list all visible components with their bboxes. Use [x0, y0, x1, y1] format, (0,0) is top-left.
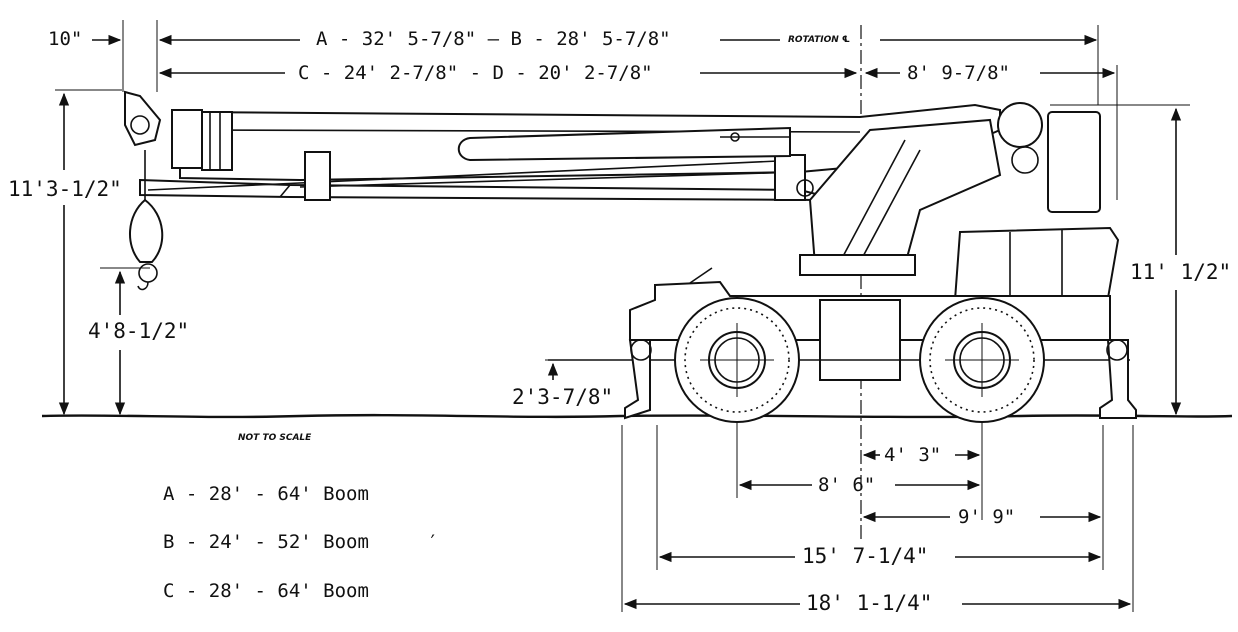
superstructure — [799, 102, 1120, 302]
dim-nine-nine-label: 9' 9" — [958, 506, 1015, 528]
dim-fifteen-label: 15' 7-1/4" — [802, 544, 928, 568]
rotation-label: ROTATION ℄ — [788, 35, 850, 45]
dim-two-three — [545, 359, 640, 380]
legend-item-a: A - 28' - 64' Boom — [163, 483, 369, 505]
crane-illustration — [124, 90, 1137, 423]
not-to-scale-note: NOT TO SCALE — [238, 433, 312, 443]
hook-block — [128, 150, 164, 291]
stray-mark: ′ — [427, 531, 438, 553]
boom-legend: A - 28' - 64' Boom B - 24' - 52' Boom C … — [163, 483, 438, 602]
extension-lines — [122, 20, 1118, 200]
bottom-extension-lines — [621, 400, 1134, 612]
dim-cd-label: C - 24' 2-7/8" - D - 20' 2-7/8" — [298, 62, 653, 84]
boom — [124, 90, 1001, 202]
dim-eleven-half — [1050, 104, 1190, 416]
ground-line — [41, 413, 1233, 419]
dim-eight-nine-label: 8' 9-7/8" — [907, 62, 1010, 84]
dim-eighteen-label: 18' 1-1/4" — [806, 591, 932, 615]
legend-item-b: B - 24' - 52' Boom — [163, 531, 369, 553]
front-wheel — [674, 297, 800, 423]
dim-ten-label: 10" — [48, 28, 82, 50]
legend-item-c: C - 28' - 64' Boom — [163, 580, 369, 602]
dim-eleven-three-label: 11'3-1/2" — [8, 177, 122, 201]
dim-ab-label: A - 32' 5-7/8" — B - 28' 5-7/8" — [316, 28, 671, 50]
dim-four-eight — [100, 267, 150, 416]
dim-eleven-half-label: 11' 1/2" — [1130, 260, 1231, 284]
dim-eleven-three — [55, 89, 122, 416]
dim-two-three-label: 2'3-7/8" — [512, 385, 613, 409]
dim-four-three-label: 4' 3" — [884, 444, 941, 466]
rear-wheel — [919, 297, 1045, 423]
dim-four-eight-label: 4'8-1/2" — [88, 319, 189, 343]
dim-eight-six-label: 8' 6" — [818, 474, 875, 496]
